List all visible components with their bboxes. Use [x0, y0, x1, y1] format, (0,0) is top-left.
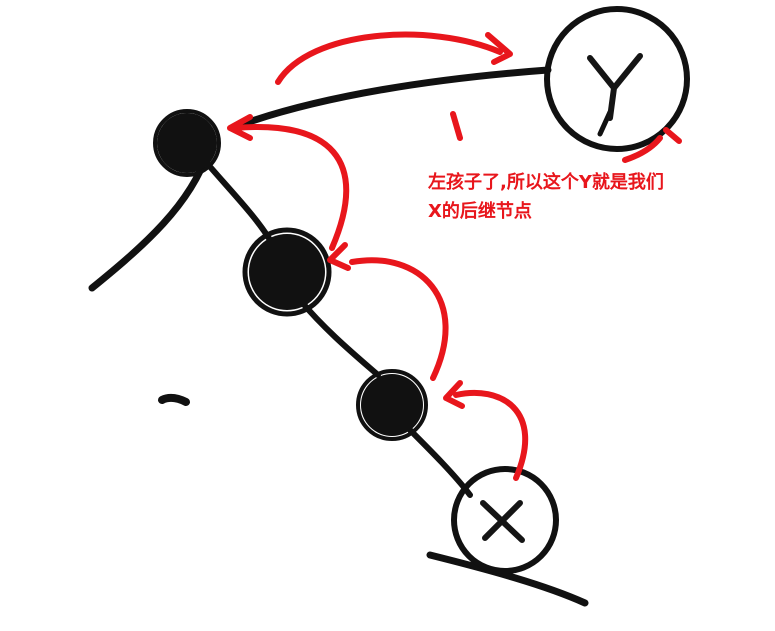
arrow-mid-to-root [232, 124, 350, 251]
arrow-lower-to-mid-head [327, 242, 351, 271]
scribble-mark [158, 393, 190, 406]
edge-lower-to-x [407, 427, 473, 498]
arrow-root-to-y [275, 31, 503, 85]
node-x-letter [480, 500, 525, 543]
red-arrows [227, 31, 682, 481]
edge-x-right-branch [426, 551, 589, 607]
node-mid [242, 227, 332, 317]
edge-root-to-y [228, 66, 552, 132]
node-x [451, 466, 559, 574]
arrow-x-to-lower-head [443, 380, 465, 409]
node-lower [356, 369, 428, 441]
annotation-text: 左孩子了,所以这个Y就是我们 X的后继节点 [428, 168, 728, 226]
arrow-root-to-y-head [485, 32, 513, 65]
dash-right [622, 127, 682, 163]
tree-nodes [153, 6, 690, 574]
node-y [544, 6, 690, 152]
dash-left [450, 111, 463, 141]
node-y-letter [587, 53, 643, 121]
node-root-left [153, 109, 221, 177]
annotation-line-2: X的后继节点 [428, 201, 532, 222]
arrow-lower-to-mid [349, 257, 449, 381]
edge-mid-to-lower [297, 297, 381, 378]
annotation-line-1: 左孩子了,所以这个Y就是我们 [428, 172, 664, 193]
arrow-mid-to-root-head [227, 114, 253, 141]
edge-root-to-mid [197, 152, 273, 243]
arrow-x-to-lower [453, 389, 529, 481]
